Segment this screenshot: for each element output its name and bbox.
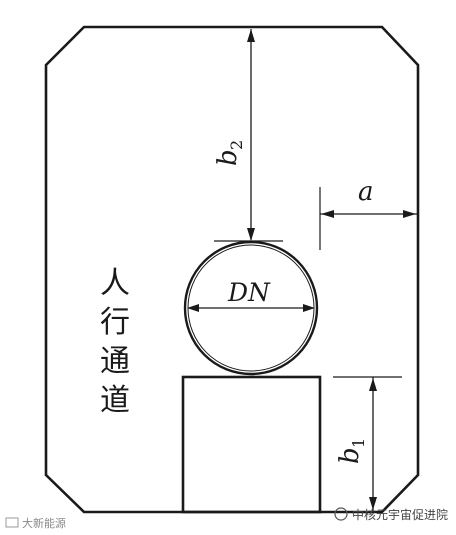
a-label: a bbox=[358, 177, 374, 207]
walkway-label-char-3: 通 bbox=[100, 344, 130, 379]
watermark-left-icon bbox=[5, 517, 19, 528]
svg-text:中核元宇宙促进院: 中核元宇宙促进院 bbox=[352, 507, 448, 522]
b1-label: b 1 bbox=[335, 438, 368, 464]
b2-arrow-top bbox=[247, 29, 255, 42]
a-arrow-left bbox=[321, 210, 334, 218]
gallery-outline bbox=[44, 25, 420, 514]
a-arrow-right bbox=[403, 210, 416, 218]
b1-arrow-top bbox=[369, 378, 377, 391]
svg-text:1: 1 bbox=[349, 438, 368, 448]
svg-text:b: b bbox=[335, 447, 365, 464]
walkway-label-char-4: 道 bbox=[100, 383, 130, 418]
svg-text:2: 2 bbox=[227, 140, 246, 150]
b1-arrow-bottom bbox=[369, 497, 377, 510]
dn-label: DN bbox=[227, 278, 271, 307]
watermark-left: 大新能源 bbox=[5, 516, 66, 530]
walkway-label-char-1: 人 bbox=[100, 266, 130, 301]
dn-arrow-left bbox=[187, 304, 199, 312]
b2-arrow-bottom bbox=[247, 228, 255, 241]
pipe-support-block bbox=[181, 375, 322, 514]
walkway-label-char-2: 行 bbox=[100, 305, 130, 340]
watermark-right: 中核元宇宙促进院 bbox=[334, 507, 448, 522]
dn-arrow-right bbox=[303, 304, 315, 312]
svg-text:b: b bbox=[213, 149, 243, 166]
watermark-right-icon bbox=[334, 507, 348, 521]
svg-text:大新能源: 大新能源 bbox=[22, 516, 66, 530]
b2-label: b 2 bbox=[213, 140, 246, 166]
pipe-circle bbox=[183, 240, 319, 376]
